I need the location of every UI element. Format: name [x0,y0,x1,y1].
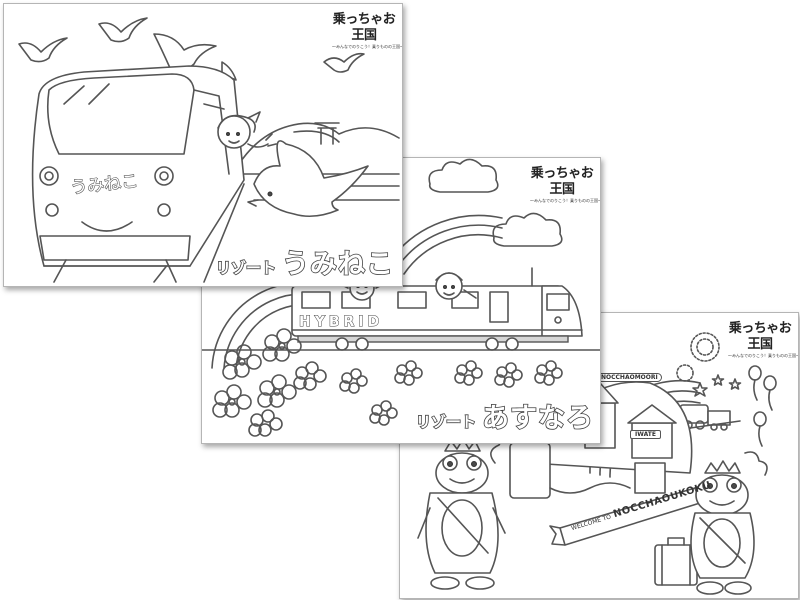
sign-iwate: IWATE [630,430,661,439]
logo: 乗っちゃお王国 〜みんなでのりこう！乗りものの王国〜 [728,321,798,358]
steam-train [654,404,741,434]
logo-subtext: 〜みんなでのりこう！乗りものの王国〜 [728,353,799,358]
coloring-sheet-resort-uminekko: 乗っちゃお王国 〜みんなでのりこう！乗りものの王国〜 うみねこ リゾートうみねこ [3,3,403,287]
title-main: うみねこ [281,248,395,281]
resort-train [31,65,245,283]
sign-top: NOCCHAOMOORI [597,373,662,382]
logo: 乗っちゃお王国 〜みんなでのりこう！乗りものの王国〜 [332,12,402,49]
title-prefix: リゾート [415,412,477,432]
logo-text: 乗っちゃお王国 [530,166,594,197]
firework-icon [676,332,720,382]
star-icon [692,374,742,397]
seagull-large [247,140,369,218]
uminekko-illustration [18,17,400,283]
balloon-icon [748,365,777,447]
title-main: あすなろ [481,402,595,435]
flower-field [212,328,563,437]
train-side-text: HYBRID [298,314,384,331]
cloud-icon [492,212,563,247]
sheet-title: リゾートあすなろ [415,396,595,435]
frog-king-left [417,438,506,590]
cloud-icon [428,158,499,193]
asunaro-illustration [202,158,600,437]
title-prefix: リゾート [215,258,277,278]
sheet-title: リゾートうみねこ [215,242,395,281]
logo-text: 乗っちゃお王国 [728,321,792,352]
logo-subtext: 〜みんなでのりこう！乗りものの王国〜 [530,198,601,203]
frog-king-right [690,460,755,595]
logo-subtext: 〜みんなでのりこう！乗りものの王国〜 [332,44,403,49]
logo: 乗っちゃお王国 〜みんなでのりこう！乗りものの王国〜 [530,166,600,203]
child-waving [435,272,477,300]
logo-text: 乗っちゃお王国 [332,12,396,43]
girl-waving [217,111,277,149]
torii-gate [314,122,340,145]
